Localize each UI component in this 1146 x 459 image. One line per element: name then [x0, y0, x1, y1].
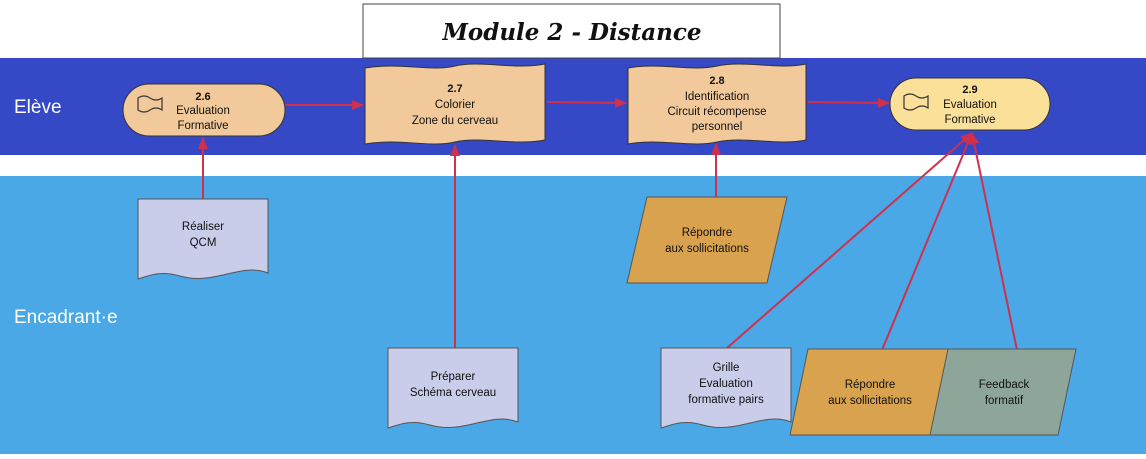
- task-label: Feedback: [979, 379, 1030, 391]
- task-label: formatif: [985, 395, 1024, 407]
- step-2-7: 2.7 Colorier Zone du cerveau: [364, 63, 546, 145]
- task-label: aux sollicitations: [665, 243, 749, 255]
- step-label: personnel: [692, 121, 743, 133]
- step-2-6: 2.6 Evaluation Formative: [122, 83, 286, 137]
- step-label: Evaluation: [943, 99, 997, 111]
- task-label: Réaliser: [182, 221, 224, 233]
- step-label: Zone du cerveau: [412, 115, 498, 127]
- task-repondre-sollicitations-bottom: Répondre aux sollicitations: [789, 348, 951, 436]
- step-number: 2.7: [447, 83, 462, 95]
- arrow-grille-to-29: [726, 132, 973, 349]
- step-2-8: 2.8 Identification Circuit récompense pe…: [627, 63, 807, 145]
- lane-label-eleve: Elève: [14, 97, 62, 118]
- arrow-repondre2-to-29: [881, 132, 973, 351]
- step-label: Identification: [685, 91, 750, 103]
- step-label: Evaluation: [176, 105, 230, 117]
- lane-label-encadrant: Encadrant·e: [14, 307, 118, 328]
- title-box: [362, 3, 781, 59]
- task-label: Préparer: [431, 371, 476, 383]
- arrow-28-to-29: [807, 97, 890, 108]
- step-label: Formative: [177, 120, 228, 132]
- step-label: Colorier: [435, 99, 475, 111]
- lane-separator: [0, 155, 1146, 176]
- flag-icon: [903, 93, 929, 111]
- step-label: Formative: [944, 114, 995, 126]
- task-realiser-qcm: Réaliser QCM: [137, 198, 269, 280]
- task-repondre-sollicitations-top: Répondre aux sollicitations: [626, 196, 788, 284]
- arrow-27-to-28: [546, 97, 627, 108]
- task-feedback-formatif: Feedback formatif: [929, 348, 1077, 436]
- step-2-9: 2.9 Evaluation Formative: [889, 77, 1051, 131]
- task-label: Grille: [713, 362, 740, 374]
- task-label: QCM: [190, 237, 217, 249]
- flag-icon: [137, 95, 163, 113]
- step-number: 2.8: [709, 75, 724, 87]
- task-label: Répondre: [845, 379, 896, 391]
- task-preparer-schema: Préparer Schéma cerveau: [387, 347, 519, 429]
- task-label: formative pairs: [688, 394, 764, 406]
- task-label: Répondre: [682, 227, 733, 239]
- step-number: 2.9: [962, 84, 977, 96]
- task-label: Schéma cerveau: [410, 387, 496, 399]
- task-label: aux sollicitations: [828, 395, 912, 407]
- diagram-title: Module 2 - Distance: [441, 19, 701, 46]
- step-number: 2.6: [195, 91, 210, 103]
- task-label: Evaluation: [699, 378, 753, 390]
- arrow-feedback-to-29: [969, 132, 1018, 351]
- task-grille-evaluation: Grille Evaluation formative pairs: [660, 347, 792, 429]
- step-label: Circuit récompense: [667, 106, 766, 118]
